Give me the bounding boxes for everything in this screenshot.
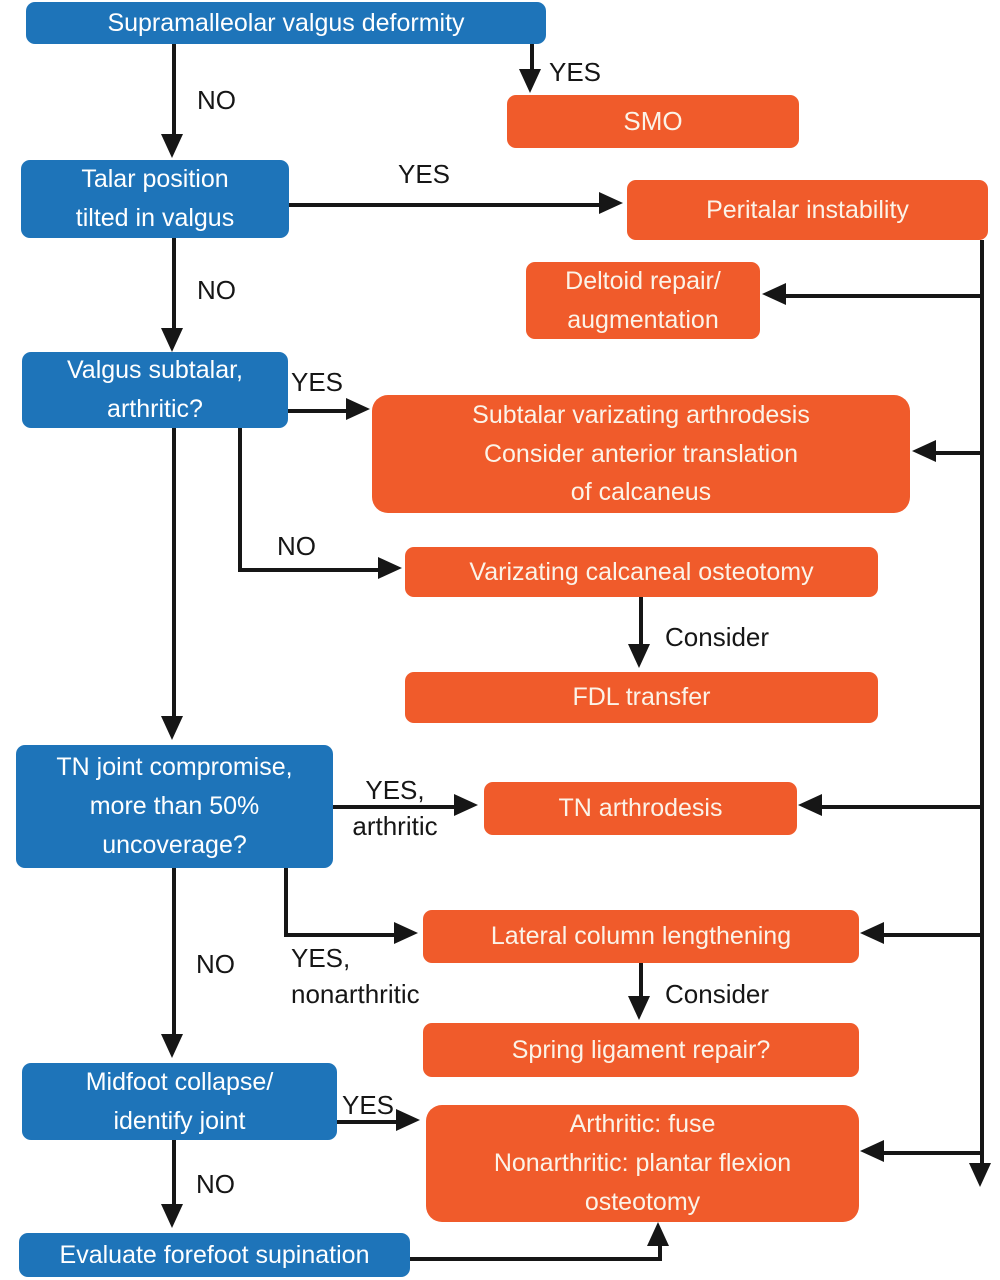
arrowhead-right-to-subtalar-arthrodesis xyxy=(346,398,370,420)
edge-no-to-varizating-osteotomy-vline xyxy=(238,428,242,572)
arrowhead-down-to-midfoot xyxy=(161,1034,183,1058)
arrowhead-up-to-arthritic-fuse xyxy=(647,1222,669,1246)
edge-branch-to-arthritic-fuse-line xyxy=(884,1151,984,1155)
edge-branch-to-deltoid-line xyxy=(786,294,984,298)
edge-yes-to-smo-line xyxy=(530,44,534,70)
edge-yes-nonarthritic-vline xyxy=(284,868,288,937)
arrowhead-right-to-arthritic-fuse xyxy=(396,1109,420,1131)
arrowhead-down-to-valgus-subtalar xyxy=(161,328,183,352)
arrowhead-down-distribution-end xyxy=(969,1163,991,1187)
arrowhead-left-to-arthritic-fuse xyxy=(860,1140,884,1162)
edge-label-yes-to-arthritic-fuse: YES xyxy=(342,1090,395,1120)
edge-yes-nonarthritic-hline xyxy=(284,933,396,937)
node-varizating-calcaneal-osteotomy: Varizating calcaneal osteotomy xyxy=(405,547,878,597)
arrowhead-down-to-fdl xyxy=(628,644,650,668)
arrowhead-right-to-tn-arthrodesis xyxy=(454,794,478,816)
edge-consider-fdl-line xyxy=(639,597,643,646)
node-spring-ligament-repair: Spring ligament repair? xyxy=(423,1023,859,1077)
edge-consider-spring-line xyxy=(639,963,643,998)
edge-label-yes-arthritic: YES, arthritic xyxy=(352,775,438,842)
node-valgus-subtalar: Valgus subtalar, arthritic? xyxy=(22,352,288,428)
edge-to-tn-joint-line xyxy=(172,428,176,718)
arrowhead-down-to-spring-ligament xyxy=(628,996,650,1020)
edge-label-no-to-talar: NO xyxy=(197,85,236,115)
node-deltoid-repair: Deltoid repair/ augmentation xyxy=(526,262,760,339)
edge-label-consider-fdl: Consider xyxy=(665,622,770,652)
edge-label-no-to-varizating-osteotomy: NO xyxy=(277,531,316,561)
edge-label-yes-to-smo: YES xyxy=(549,57,602,87)
arrowhead-down-to-tn-joint xyxy=(161,716,183,740)
node-midfoot-collapse: Midfoot collapse/ identify joint xyxy=(22,1063,337,1140)
edge-label-consider-spring: Consider xyxy=(665,979,770,1009)
node-fdl-transfer: FDL transfer xyxy=(405,672,878,723)
node-evaluate-forefoot-supination: Evaluate forefoot supination xyxy=(19,1233,410,1277)
arrowhead-down-to-smo xyxy=(519,69,541,93)
edge-no-to-midfoot-line xyxy=(172,868,176,1036)
node-arthritic-fuse: Arthritic: fuse Nonarthritic: plantar fl… xyxy=(426,1105,859,1222)
edge-yes-arthritic-line xyxy=(333,805,456,809)
edge-branch-to-subtalar-arthrodesis-line xyxy=(936,451,984,455)
arrowhead-right-to-lateral-column xyxy=(394,922,418,944)
node-tn-joint-compromise: TN joint compromise, more than 50% uncov… xyxy=(16,745,333,868)
node-supramalleolar-valgus-deformity: Supramalleolar valgus deformity xyxy=(26,2,546,44)
arrowhead-right-to-peritalar xyxy=(599,192,623,214)
edge-yes-to-peritalar-line xyxy=(289,203,601,207)
node-tn-arthrodesis: TN arthrodesis xyxy=(484,782,797,835)
edge-label-no-to-valgus-subtalar: NO xyxy=(197,275,236,305)
edge-label-no-to-midfoot: NO xyxy=(196,949,235,979)
arrowhead-left-to-lateral-column xyxy=(860,922,884,944)
edge-label-no-to-evaluate: NO xyxy=(196,1169,235,1199)
edge-evaluate-to-arthritic-fuse-hline xyxy=(410,1257,662,1261)
arrowhead-down-to-talar xyxy=(161,134,183,158)
edge-evaluate-to-arthritic-fuse-vline xyxy=(658,1246,662,1261)
node-talar-position: Talar position tilted in valgus xyxy=(21,160,289,238)
node-smo: SMO xyxy=(507,95,799,148)
edge-branch-to-lateral-column-line xyxy=(884,933,984,937)
edge-label-yes-to-peritalar: YES xyxy=(398,159,451,189)
edge-right-distribution-line xyxy=(980,240,984,1165)
arrowhead-down-to-evaluate xyxy=(161,1204,183,1228)
arrowhead-left-to-deltoid xyxy=(762,283,786,305)
node-lateral-column-lengthening: Lateral column lengthening xyxy=(423,910,859,963)
arrowhead-right-to-varizating-osteotomy xyxy=(378,557,402,579)
node-subtalar-varizating-arthrodesis: Subtalar varizating arthrodesis Consider… xyxy=(372,395,910,513)
edge-yes-to-subtalar-arthrodesis-line xyxy=(288,409,348,413)
edge-label-yes-nonarthritic: YES, nonarthritic xyxy=(291,943,420,1010)
edge-no-to-varizating-osteotomy-hline xyxy=(238,568,380,572)
edge-no-to-evaluate-line xyxy=(172,1140,176,1206)
edge-no-to-valgus-subtalar-line xyxy=(172,238,176,330)
edge-branch-to-tn-arthrodesis-line xyxy=(822,805,984,809)
edge-label-yes-to-subtalar-arthrodesis: YES xyxy=(291,367,344,397)
node-peritalar-instability: Peritalar instability xyxy=(627,180,988,240)
edge-yes-to-arthritic-fuse-line xyxy=(337,1120,398,1124)
arrowhead-left-to-subtalar-arthrodesis xyxy=(912,440,936,462)
arrowhead-left-to-tn-arthrodesis xyxy=(798,794,822,816)
edge-no-to-talar-line xyxy=(172,44,176,136)
